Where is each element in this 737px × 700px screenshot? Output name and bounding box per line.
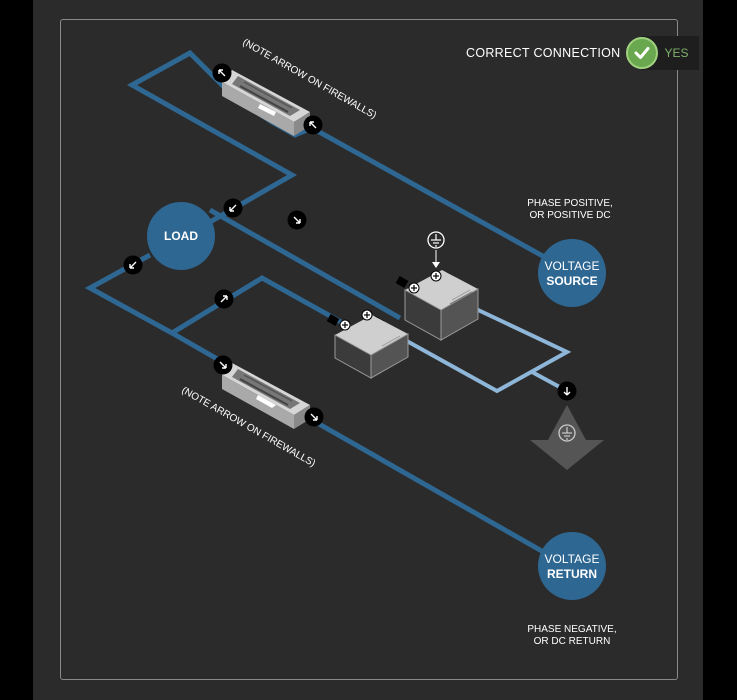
diagram-frame [60,19,678,680]
wire-return [310,417,570,569]
source-caption-line1: PHASE POSITIVE, [527,198,613,209]
checkmark-icon [626,37,659,69]
ground-arrow [530,405,604,470]
arrow-marker-4 [287,210,307,230]
return-label-line1: VOLTAGE [545,552,600,566]
arrow-marker-2 [303,115,323,135]
direction-arrows [123,63,577,427]
return-label-line2: RETURN [547,567,597,581]
source-label-line2: SOURCE [546,274,597,288]
ground-icon [427,231,445,268]
source-caption-line2: OR POSITIVE DC [529,210,610,221]
voltage-source-node: VOLTAGE SOURCE [538,239,606,307]
firewall-top [222,70,310,136]
firewall-bottom [222,363,310,429]
load-node: LOAD [147,202,215,270]
voltage-return-node: VOLTAGE RETURN [538,532,606,600]
arrow-marker-6 [214,289,234,309]
wire-dark [84,49,570,569]
source-label-line1: VOLTAGE [545,259,600,273]
terminal-block-left [334,311,409,379]
wire-mid [170,275,352,336]
status-badge: CORRECT CONNECTION YES [466,36,699,70]
return-caption-line2: OR DC RETURN [534,636,611,647]
arrow-marker-8 [304,407,324,427]
wire-source-feed [310,125,570,273]
load-label: LOAD [164,229,198,243]
arrow-marker-7 [213,355,233,375]
arrow-marker-3 [223,198,243,218]
wire-light-upper [404,290,572,394]
return-caption-line1: PHASE NEGATIVE, [527,624,616,635]
status-label: CORRECT CONNECTION [466,46,621,60]
wire-load-to-jumpers [208,207,402,321]
terminal-block-right [404,270,479,341]
arrow-marker-9 [557,381,577,401]
screw-cross [342,273,439,328]
arrow-marker-5 [123,255,143,275]
arrow-marker-1 [212,63,232,83]
